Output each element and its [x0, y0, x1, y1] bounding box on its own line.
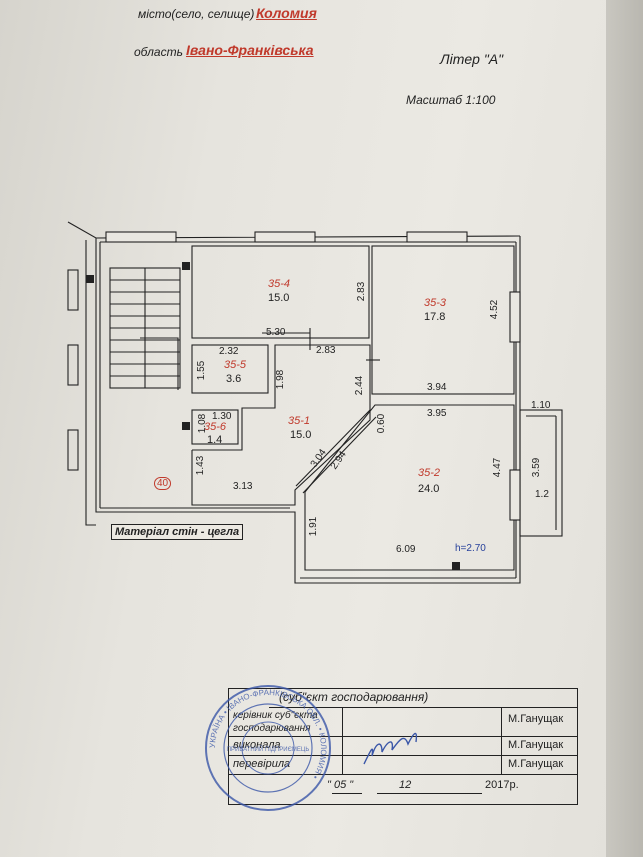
room-area-35-5: 3.6: [226, 373, 242, 385]
stamp-seal-image: УКРАЇНА • ІВАНО-ФРАНКІВСЬКА ОБЛ. • КОЛОМ…: [205, 685, 331, 811]
room-area-35-3: 17.8: [424, 311, 446, 323]
titleblock-heading: (суб"єкт господарювання): [279, 690, 429, 704]
dim-1-98: 1.98: [275, 369, 287, 390]
dim-1-2: 1.2: [535, 489, 549, 500]
dim-3-95: 3.95: [427, 408, 447, 419]
dim-3-59: 3.59: [531, 457, 543, 478]
dim-1-55: 1.55: [196, 360, 208, 381]
dim-1-08: 1.08: [197, 413, 209, 434]
dim-2-44: 2.44: [354, 375, 366, 396]
city-value: Коломия: [256, 5, 317, 21]
room-id-35-1: 35-1: [288, 415, 311, 427]
room-id-35-4: 35-4: [268, 278, 291, 290]
dim-3-13: 3.13: [233, 481, 253, 492]
titleblock-row3-label: перевірила: [233, 758, 291, 770]
room-area-35-2: 24.0: [418, 483, 440, 495]
dim-6-09: 6.09: [396, 544, 416, 555]
titleblock-row1-label: керівник суб"єкта господарювання: [233, 710, 318, 734]
stamp-center-text: ПРИВАТНИЙ ПІДПРИЄМЕЦЬ: [227, 745, 310, 753]
city-label: місто(село, селище): [138, 7, 255, 21]
dim-1-30: 1.30: [212, 411, 232, 422]
dim-1-10: 1.10: [531, 400, 551, 411]
titleblock-row3-name: М.Ганущак: [508, 758, 564, 770]
dim-3-94: 3.94: [427, 382, 447, 393]
dim-2-83-mid: 2.83: [316, 345, 336, 356]
titleblock-date-year: 2017р.: [485, 779, 519, 791]
room-area-35-6: 1.4: [207, 434, 223, 446]
dim-2-32: 2.32: [219, 346, 239, 357]
titleblock-row2-label: виконала: [233, 739, 281, 751]
dim-4-47: 4.47: [492, 457, 504, 478]
wall-material-label: Матеріал стін - цегла: [111, 524, 244, 540]
dim-5-30: 5.30: [266, 327, 286, 338]
dim-1-43: 1.43: [195, 455, 207, 476]
page-edge: [606, 0, 643, 857]
room-id-35-2: 35-2: [418, 467, 441, 479]
stair-number: 40: [154, 477, 172, 490]
titleblock-row1-name: М.Ганущак: [508, 713, 564, 725]
title-block: (суб"єкт господарювання) керівник суб"єк…: [228, 688, 578, 805]
dim-2-83-top: 2.83: [356, 281, 368, 302]
signature-image: [363, 732, 418, 765]
region-label: область: [134, 45, 183, 59]
dim-4-52: 4.52: [489, 299, 501, 320]
room-area-35-4: 15.0: [268, 292, 290, 304]
litera-label: Літер "А": [440, 51, 504, 67]
titleblock-row2-name: М.Ганущак: [508, 739, 564, 751]
region-value: Івано-Франківська: [186, 42, 314, 58]
scale-label: Масштаб 1:100: [406, 93, 496, 107]
room-id-35-3: 35-3: [424, 297, 447, 309]
titleblock-date-month: 12: [399, 779, 412, 791]
dim-0-60: 0.60: [376, 413, 388, 434]
room-id-35-6: 35-6: [204, 421, 227, 433]
dim-1-91: 1.91: [308, 516, 320, 537]
titleblock-date-day: " 05 ": [327, 779, 354, 791]
room-area-35-1: 15.0: [290, 429, 312, 441]
ceiling-height: h=2.70: [455, 543, 486, 554]
room-id-35-5: 35-5: [224, 359, 247, 371]
